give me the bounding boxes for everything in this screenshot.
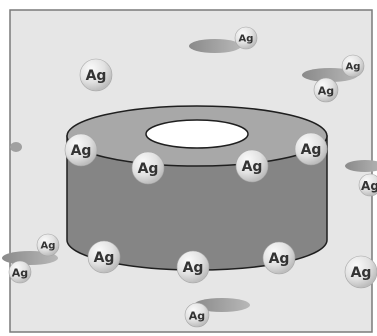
silver-ion: Ag [8,260,32,284]
silver-ion-label: Ag [138,161,159,177]
ion-shadow [194,298,250,312]
silver-ion: Ag [87,240,121,274]
silver-ion-label: Ag [189,310,205,323]
silver-ion: Ag [176,250,210,284]
ion-shadow [189,39,241,53]
silver-ion-sphere [79,58,113,92]
silver-ion-label: Ag [239,34,254,45]
ion-shadow [10,142,22,152]
silver-ion-sphere [341,54,365,78]
silver-ion-sphere [8,260,32,284]
silver-ion-label: Ag [94,250,115,266]
silver-ion-sphere [294,132,328,166]
silver-ion: Ag [313,77,339,103]
silver-ion-label: Ag [86,68,107,84]
silver-ion: Ag [294,132,328,166]
silver-ion: Ag [262,241,296,275]
silver-ion-sphere [262,241,296,275]
silver-ion: Ag [184,302,210,328]
silver-ion-label: Ag [269,251,290,267]
silver-ion-label: Ag [301,142,322,158]
silver-ion-sphere [176,250,210,284]
silver-ion: Ag [36,233,60,257]
silver-ion-sphere [131,151,165,185]
silver-ion: Ag [358,173,377,197]
ion-shadow [345,160,377,172]
silver-ion-sphere [36,233,60,257]
silver-ion-sphere [184,302,210,328]
silver-ion-label: Ag [318,85,334,98]
silver-ion-label: Ag [12,267,28,280]
silver-ion-label: Ag [351,265,372,281]
silver-ion: Ag [344,255,377,289]
cylinder-hole [145,119,249,149]
silver-ion-label: Ag [242,159,263,175]
silver-ion: Ag [64,133,98,167]
silver-ion-sphere [234,26,258,50]
silver-ion-sphere [344,255,377,289]
silver-ion-label: Ag [346,62,361,73]
silver-ion: Ag [79,58,113,92]
silver-ion-label: Ag [71,143,92,159]
silver-ion-label: Ag [361,179,377,193]
silver-ion-sphere [313,77,339,103]
silver-ion: Ag [235,149,269,183]
silver-ion-label: Ag [183,260,204,276]
silver-ion-label: Ag [41,241,56,252]
silver-ion: Ag [131,151,165,185]
silver-ion: Ag [234,26,258,50]
silver-ion-sphere [87,240,121,274]
silver-ion-sphere [64,133,98,167]
silver-ion: Ag [341,54,365,78]
silver-ion-sphere [235,149,269,183]
silver-ion-sphere [358,173,377,197]
